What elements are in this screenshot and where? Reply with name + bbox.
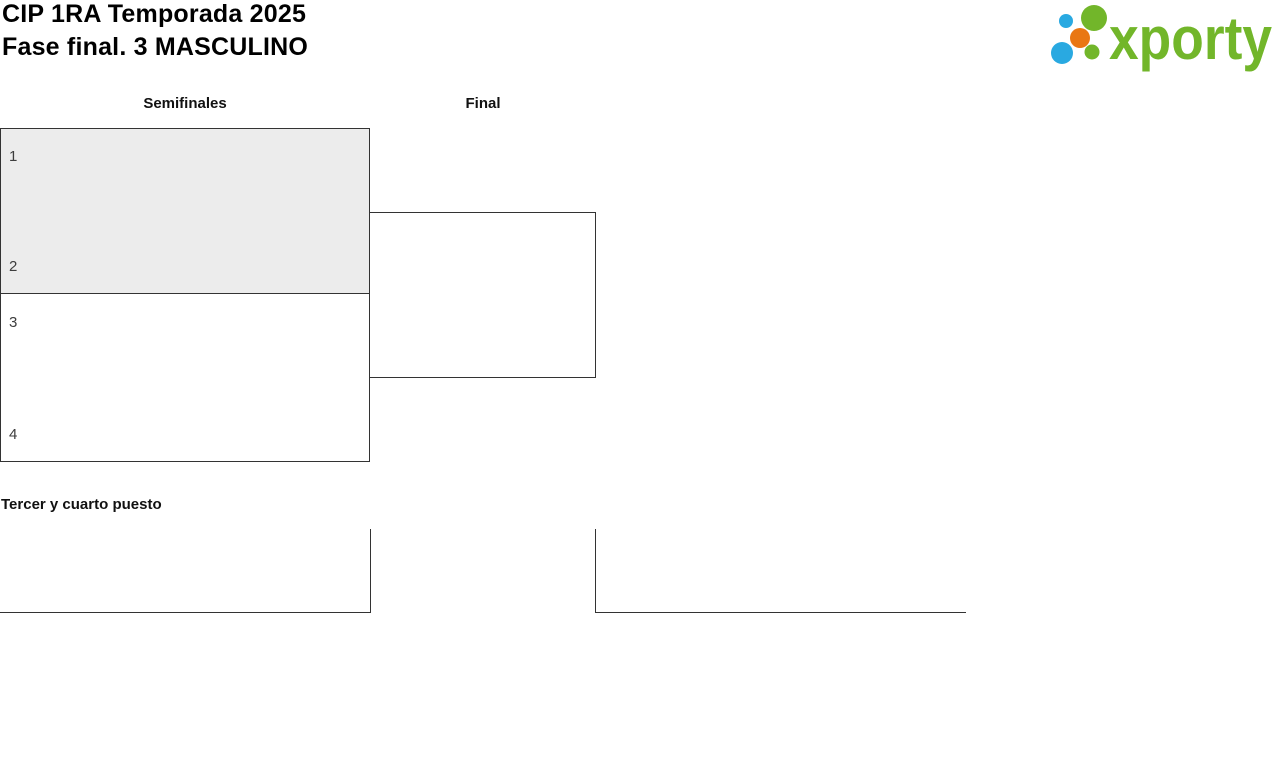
xporty-logo-icon: xporty [1051,5,1273,72]
third-place-heading: Tercer y cuarto puesto [1,496,162,513]
third-place-winner-box[interactable] [595,529,966,613]
logo-wordmark: xporty [1109,5,1273,72]
semifinal-match-2[interactable]: 3 4 [0,292,370,462]
round-header-final: Final [465,95,501,112]
seed-label-1: 1 [9,148,18,165]
seed-label-3: 3 [9,313,18,331]
tournament-phase: Fase final. 3 MASCULINO [2,33,309,61]
xporty-logo: xporty [1048,4,1276,74]
logo-dot-icon [1081,5,1107,31]
third-place-match[interactable] [0,529,371,613]
logo-dot-icon [1070,28,1090,48]
tournament-header: CIP 1RA Temporada 2025 Fase final. 3 MAS… [2,0,308,64]
round-header-semifinales: Semifinales [143,95,227,112]
tournament-title: CIP 1RA Temporada 2025 [2,0,307,28]
logo-dot-icon [1084,44,1100,60]
logo-dot-icon [1051,42,1073,64]
logo-dot-icon [1059,14,1073,28]
seed-label-2: 2 [9,258,18,275]
seed-label-4: 4 [9,425,18,443]
semifinal-match-1[interactable]: 1 2 [0,128,370,295]
final-match[interactable] [368,212,596,378]
